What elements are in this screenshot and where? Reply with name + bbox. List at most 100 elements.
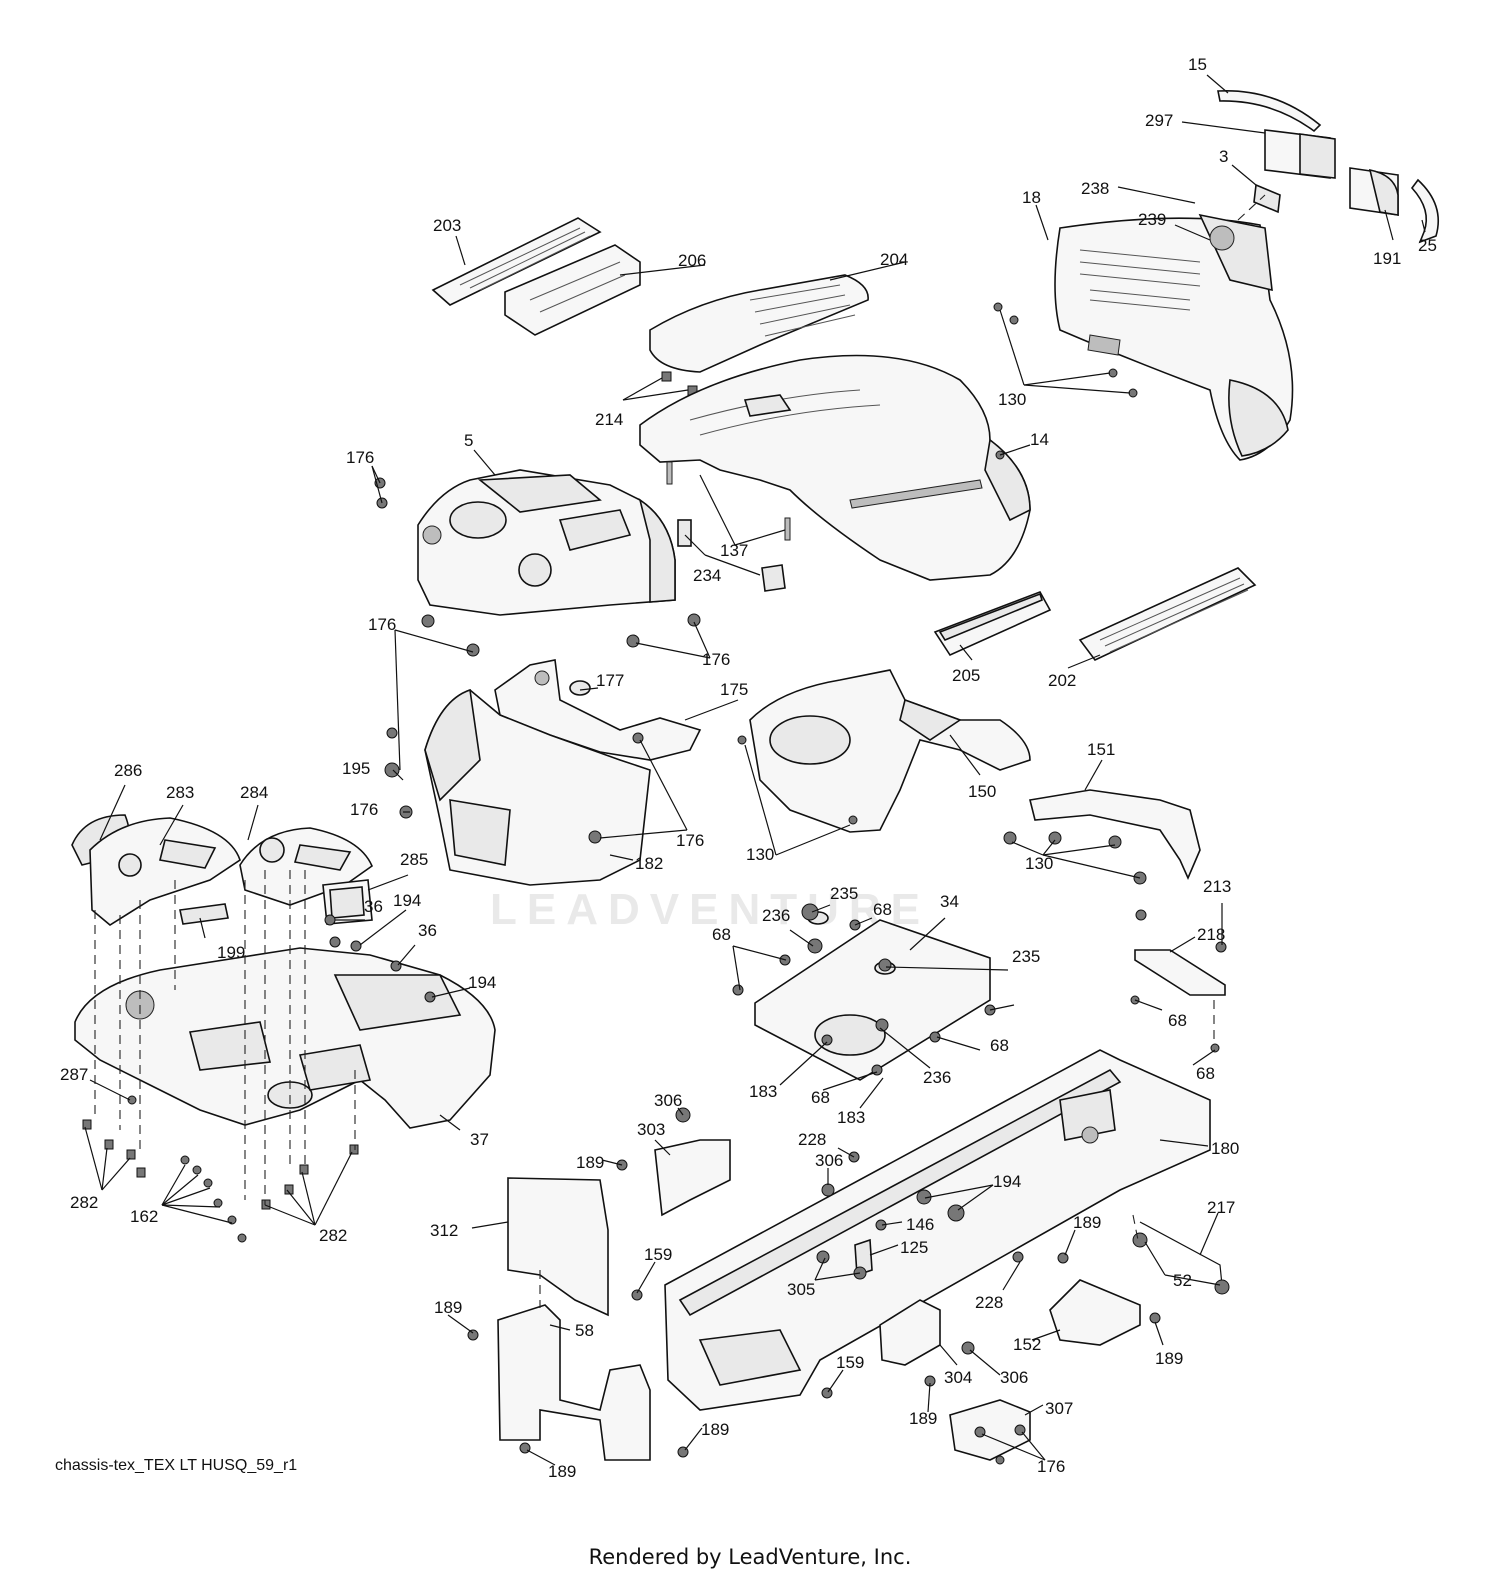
callout-286: 286 [114, 761, 142, 780]
callout-303: 303 [637, 1120, 665, 1139]
part-137-strips [666, 461, 791, 541]
part-202-grille [1078, 567, 1257, 662]
part-234-pads [677, 519, 786, 592]
callout-189: 189 [701, 1420, 729, 1439]
callout-304: 304 [944, 1368, 972, 1387]
part-14-hood [639, 354, 1031, 581]
callout-194: 194 [468, 973, 496, 992]
callout-180: 180 [1211, 1139, 1239, 1158]
callout-312: 312 [430, 1221, 458, 1240]
part-177-knob [569, 680, 591, 696]
callout-234: 234 [693, 566, 721, 585]
callout-285: 285 [400, 850, 428, 869]
callout-217: 217 [1207, 1198, 1235, 1217]
callout-159: 159 [644, 1245, 672, 1264]
watermark: LEADVENTURE [490, 885, 931, 934]
callout-235: 235 [830, 884, 858, 903]
callout-183: 183 [837, 1108, 865, 1127]
callout-189: 189 [909, 1409, 937, 1428]
leader-lines [84, 74, 1426, 1466]
callout-183: 183 [749, 1082, 777, 1101]
diagram-code: chassis-tex_TEX LT HUSQ_59_r1 [55, 1457, 298, 1474]
callout-199: 199 [217, 943, 245, 962]
part-205-grille [933, 591, 1052, 657]
part-283-cover [89, 817, 241, 926]
callout-189: 189 [1073, 1213, 1101, 1232]
callout-305: 305 [787, 1280, 815, 1299]
callout-14: 14 [1030, 430, 1049, 449]
part-125-bracket [854, 1238, 873, 1277]
part-218-strap [1134, 949, 1226, 996]
part-15-trim [1217, 89, 1322, 133]
callout-195: 195 [342, 759, 370, 778]
callout-159: 159 [836, 1353, 864, 1372]
callout-228: 228 [975, 1293, 1003, 1312]
callout-283: 283 [166, 783, 194, 802]
part-285-bezel [322, 879, 373, 925]
part-217-rod [1132, 1221, 1230, 1295]
callout-284: 284 [240, 783, 268, 802]
callout-189: 189 [548, 1462, 576, 1481]
callout-194: 194 [393, 891, 421, 910]
callout-68: 68 [811, 1088, 830, 1107]
callout-205: 205 [952, 666, 980, 685]
callout-238: 238 [1081, 179, 1109, 198]
callout-137: 137 [720, 541, 748, 560]
part-303-bracket [654, 1139, 731, 1217]
callout-297: 297 [1145, 111, 1173, 130]
callout-239: 239 [1138, 210, 1166, 229]
callout-68: 68 [1168, 1011, 1187, 1030]
callout-189: 189 [434, 1298, 462, 1317]
part-152-guard [1049, 1279, 1141, 1346]
callout-68: 68 [990, 1036, 1009, 1055]
part-199-decal [179, 903, 229, 925]
callout-307: 307 [1045, 1399, 1073, 1418]
callout-146: 146 [906, 1215, 934, 1234]
callout-15: 15 [1188, 55, 1207, 74]
callout-3: 3 [1219, 147, 1228, 166]
part-204-vent [649, 274, 869, 373]
part-18-front-hood [1054, 213, 1294, 461]
callout-213: 213 [1203, 877, 1231, 896]
callout-34: 34 [940, 892, 959, 911]
callout-58: 58 [575, 1321, 594, 1340]
part-3-emblem [1253, 183, 1281, 214]
callout-204: 204 [880, 250, 908, 269]
callout-176: 176 [350, 800, 378, 819]
part-151-bracket [1029, 789, 1201, 880]
part-206-duct [504, 244, 641, 336]
callout-36: 36 [418, 921, 437, 940]
callout-176: 176 [702, 650, 730, 669]
callout-236: 236 [762, 906, 790, 925]
callout-203: 203 [433, 216, 461, 235]
callout-287: 287 [60, 1065, 88, 1084]
callout-194: 194 [993, 1172, 1021, 1191]
callout-218: 218 [1197, 925, 1225, 944]
callout-189: 189 [576, 1153, 604, 1172]
render-credit: Rendered by LeadVenture, Inc. [588, 1545, 912, 1569]
callout-306: 306 [1000, 1368, 1028, 1387]
callout-68: 68 [712, 925, 731, 944]
callout-206: 206 [678, 251, 706, 270]
callout-235: 235 [1012, 947, 1040, 966]
alignment-lines [94, 194, 1266, 1308]
callout-130: 130 [1025, 854, 1053, 873]
callout-228: 228 [798, 1130, 826, 1149]
part-180-frame [664, 1049, 1211, 1411]
callout-191: 191 [1373, 249, 1401, 268]
callout-25: 25 [1418, 236, 1437, 255]
part-312-shield [507, 1177, 609, 1317]
callout-labels: 15 297 3 238 18 239 191 25 203 206 204 1… [60, 55, 1437, 1481]
callout-130: 130 [998, 390, 1026, 409]
callout-282: 282 [70, 1193, 98, 1212]
callout-202: 202 [1048, 671, 1076, 690]
part-5-dash-panel [417, 469, 676, 616]
callout-236: 236 [923, 1068, 951, 1087]
part-58-bracket [497, 1304, 651, 1461]
callout-306: 306 [815, 1151, 843, 1170]
part-191-block [1349, 167, 1399, 216]
part-297-block [1264, 129, 1336, 179]
callout-130: 130 [746, 845, 774, 864]
callout-5: 5 [464, 431, 473, 450]
